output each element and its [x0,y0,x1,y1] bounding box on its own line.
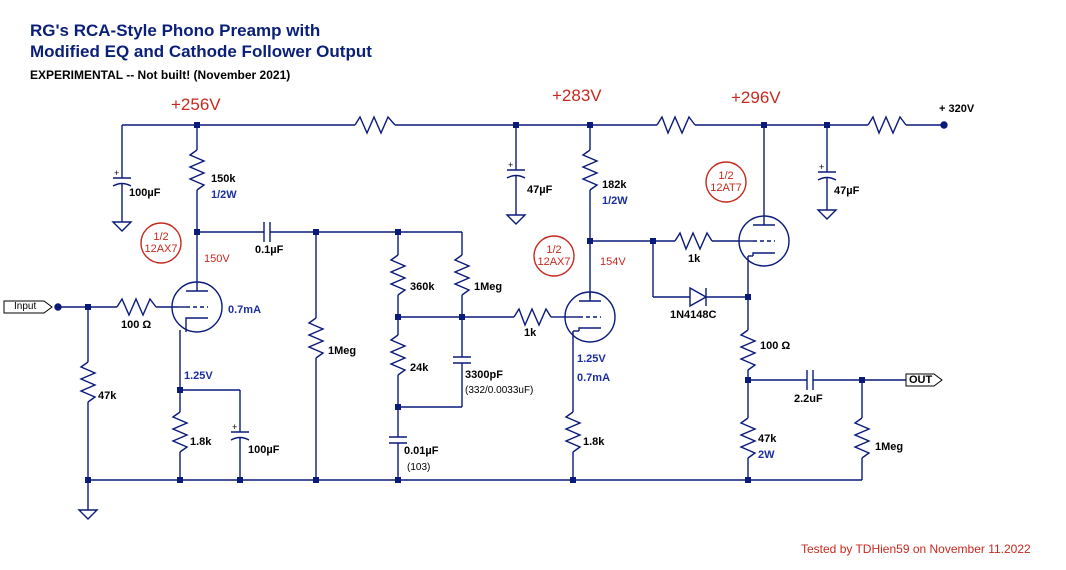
ground-bus [85,477,862,483]
label-r-47k-cf: 47k [758,433,777,445]
tube-v3-frac: 1/2 [718,170,734,182]
cap-plus-3: + [819,162,824,172]
cap-plus-4: + [232,422,237,432]
v1-cathode-network [171,330,250,480]
tube-v2-oval [533,235,575,277]
label-r-1k-grid: 1k [524,327,537,339]
label-r-150k-watt: 1/2W [211,189,237,201]
label-r-100-input: 100 Ω [121,319,152,331]
label-c-3300pf: 3300pF [465,369,503,381]
label-c-3300pf-code: (332/0.0033uF) [465,385,534,396]
label-r-1meg-out: 1Meg [875,441,904,453]
filter-cap-100uf [111,125,133,232]
tube-v3-oval [705,161,747,203]
label-c-001uf-code: (103) [407,462,431,473]
cap-plus-2: + [508,160,513,170]
cap-plus-1: + [114,168,119,178]
label-r-360k: 360k [410,281,435,293]
rail-resistor-3 [867,115,907,135]
input-port-label: Input [14,301,37,312]
label-r-18k-2: 1.8k [583,436,605,448]
coupling-cap-01uf [197,222,462,242]
tube-v3-label: 1/2 12AT7 [706,170,746,194]
filter-cap-47uf-1 [505,125,527,225]
label-r-150k: 150k [211,173,236,185]
label-r-182k: 182k [602,179,627,191]
v2-cathode-voltage: 1.25V [577,353,606,365]
label-c-001uf: 0.01µF [404,445,439,457]
label-r-47k-cf-watt: 2W [758,449,775,461]
label-c-100uf-top: 100µF [129,187,161,199]
rail-resistor-2 [656,115,696,135]
label-c-47uf-1: 47µF [527,184,553,196]
label-r-1meg-1: 1Meg [328,345,357,357]
resistor-1meg-1 [307,232,325,480]
rail-voltage-3: +296V [731,88,781,107]
label-c-22uf: 2.2uF [794,393,823,405]
tube-v2-type: 12AX7 [537,256,571,268]
diode-1n4148 [652,241,751,308]
v1-plate-voltage: 150V [204,253,230,265]
plate-resistor-182k [581,125,738,298]
label-c-01uf: 0.1µF [255,244,284,256]
label-r-182k-watt: 1/2W [602,195,628,207]
label-r-100-cf: 100 Ω [760,340,791,352]
tube-v3 [738,125,790,330]
v2-current: 0.7mA [577,372,611,384]
tube-v2-frac: 1/2 [546,244,562,256]
tube-v1-label: 1/2 12AX7 [141,231,181,255]
v1-current: 0.7mA [228,304,262,316]
filter-cap-47uf-2 [816,125,838,220]
rail-resistor-1 [354,115,396,135]
input-wiring [54,297,178,520]
supply-rail-wires [122,121,948,129]
rail-voltage-2: +283V [552,86,602,105]
tube-v3-type: 12AT7 [710,182,742,194]
tube-v1-type: 12AX7 [144,243,178,255]
label-r-18k-1: 1.8k [190,436,212,448]
output-port-label: OUT [909,374,933,386]
cf-output-network [739,329,906,480]
tube-v1-oval [140,222,182,264]
label-r-1k-cf: 1k [688,253,701,265]
label-r-47k-input: 47k [98,390,117,402]
label-diode: 1N4148C [670,309,717,321]
tube-v2 [564,291,616,480]
diagram-title-line1: RG's RCA-Style Phono Preamp with [30,21,321,40]
plate-resistor-150k [188,125,206,282]
output-port-shape [905,373,943,387]
tube-v1-frac: 1/2 [153,231,169,243]
label-r-1meg-2: 1Meg [474,281,503,293]
rail-voltage-1: +256V [171,95,221,114]
v1-cathode-voltage: 1.25V [184,370,213,382]
tube-v2-label: 1/2 12AX7 [534,244,574,268]
diagram-note: EXPERIMENTAL -- Not built! (November 202… [30,68,291,82]
supply-voltage: + 320V [939,103,975,115]
credit-line: Tested by TDHien59 on November 11.2022 [801,542,1031,556]
label-c-100uf-cathode: 100µF [248,444,280,456]
diagram-title-line2: Modified EQ and Cathode Follower Output [30,42,372,61]
tube-v1 [171,281,223,333]
input-port-shape [3,300,53,314]
label-r-24k: 24k [410,362,429,374]
v2-plate-voltage: 154V [600,256,626,268]
eq-network [389,232,565,480]
label-c-47uf-2: 47µF [834,185,860,197]
